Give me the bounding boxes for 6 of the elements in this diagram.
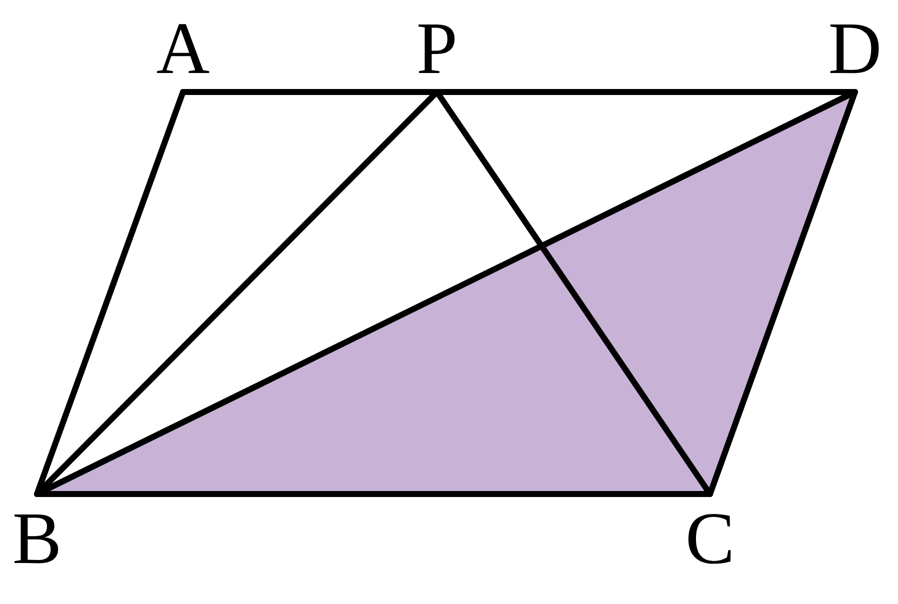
point-label: D [820, 14, 890, 92]
point-label: A [150, 14, 216, 92]
point-label: P [404, 14, 470, 92]
line-segment [34, 89, 858, 497]
point-label: C [677, 494, 743, 584]
point-label: B [4, 494, 70, 584]
